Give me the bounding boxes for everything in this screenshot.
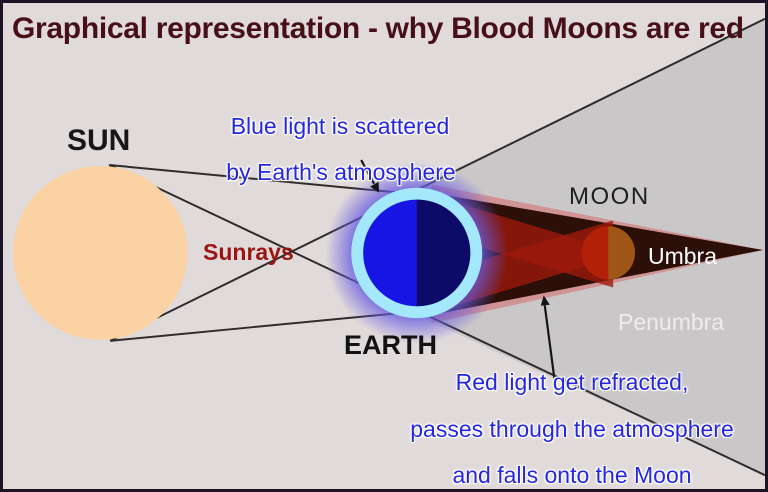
refract-arrow: [540, 295, 557, 389]
moon-label: MOON: [569, 183, 650, 210]
red-light-annotation-line2: passes through the atmosphere: [410, 416, 734, 442]
red-light-annotation-line3: and falls onto the Moon: [452, 462, 692, 488]
scatter-arrow: [360, 159, 380, 193]
diagram-graphics: [12, 17, 765, 477]
sun-circle: [12, 165, 188, 340]
moon-orange-half: [608, 226, 636, 280]
umbra-label: Umbra: [648, 243, 718, 269]
earth-night-half: [416, 199, 471, 307]
sunrays-label: Sunrays: [203, 239, 294, 265]
blue-light-annotation-line2: by Earth's atmosphere: [226, 159, 456, 185]
blue-light-annotation-line1: Blue light is scattered: [230, 113, 450, 139]
sun-label: SUN: [67, 124, 131, 157]
diagram-title: Graphical representation - why Blood Moo…: [12, 12, 744, 45]
earth-label: EARTH: [344, 330, 437, 360]
red-light-annotation-line1: Red light get refracted,: [455, 369, 689, 395]
penumbra-label: Penumbra: [618, 309, 725, 335]
